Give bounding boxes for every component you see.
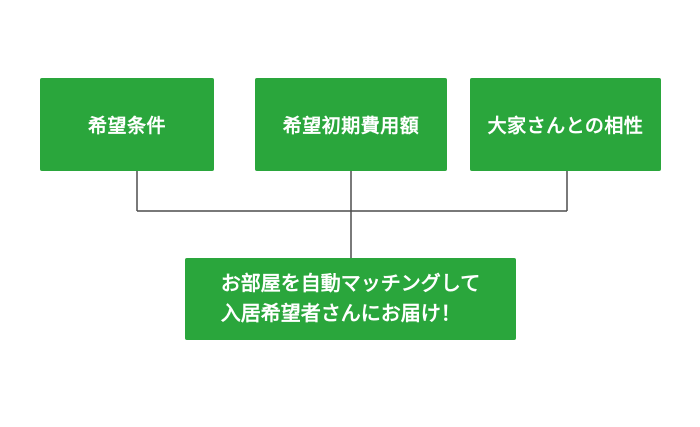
matching-result-box: お部屋を自動マッチングして 入居希望者さんにお届け！	[185, 258, 516, 340]
matching-result-text: お部屋を自動マッチングして 入居希望者さんにお届け！	[221, 269, 480, 329]
landlord-compatibility-box: 大家さんとの相性	[470, 78, 661, 171]
desired-conditions-label: 希望条件	[87, 116, 166, 137]
matching-result-line2: 入居希望者さんにお届け！	[220, 303, 461, 325]
matching-result-line1: お部屋を自動マッチングして	[220, 273, 481, 295]
desired-conditions-box: 希望条件	[40, 78, 214, 171]
desired-initial-cost-label: 希望初期費用額	[282, 116, 420, 137]
desired-initial-cost-box: 希望初期費用額	[255, 78, 447, 171]
landlord-compatibility-label: 大家さんとの相性	[487, 116, 644, 137]
